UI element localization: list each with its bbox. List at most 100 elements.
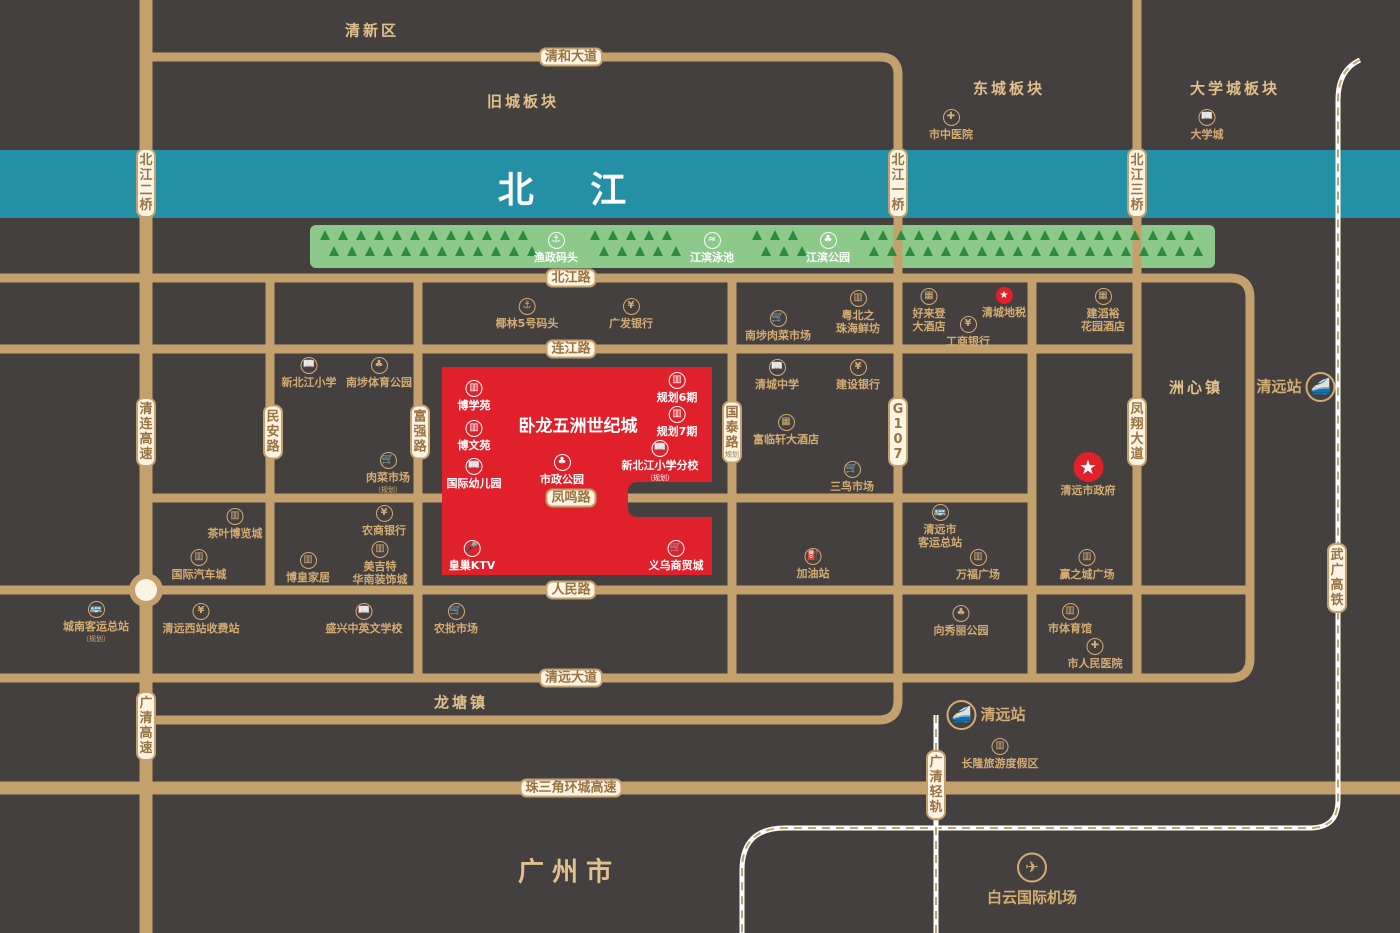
tree-icon bbox=[1022, 230, 1032, 240]
hotel-icon: ▦ bbox=[920, 288, 938, 305]
road-label: 北江一桥 bbox=[888, 148, 908, 218]
poi-name: 清城中学 bbox=[755, 378, 799, 391]
tree-icon bbox=[464, 230, 474, 240]
district-label: 东城板块 bbox=[972, 79, 1046, 98]
poi-name: 盛兴中英文学校 bbox=[325, 622, 403, 635]
poi-name: 清城地税 bbox=[982, 306, 1026, 319]
tree-icon bbox=[617, 246, 627, 256]
poi-name: 赢之城广场 bbox=[1059, 568, 1115, 581]
poi: 🛒农批市场 bbox=[434, 603, 478, 635]
tree-icon bbox=[356, 230, 366, 240]
poi: ¥建设银行 bbox=[836, 359, 880, 391]
road-label: 北江二桥 bbox=[136, 148, 156, 218]
station-label: ✈白云国际机场 bbox=[987, 852, 1077, 908]
building-icon: ▥ bbox=[1078, 549, 1096, 566]
market-icon: 🛒 bbox=[379, 452, 397, 469]
poi-name: 规划6期 bbox=[656, 391, 698, 404]
poi: 🎤皇巢KTV bbox=[449, 540, 495, 572]
poi-name: 清远市政府 bbox=[1060, 484, 1116, 497]
poi: ★ 清城地税 bbox=[982, 287, 1026, 319]
road-label: 国泰路规划 bbox=[722, 400, 742, 464]
anchor-icon: ⚓ bbox=[547, 232, 565, 249]
school-icon: 📖 bbox=[1198, 109, 1216, 126]
road-label: 清连高速 bbox=[136, 397, 156, 467]
building-icon: ▥ bbox=[226, 508, 244, 525]
bank-icon: ¥ bbox=[192, 603, 210, 620]
road-name: 清连高速 bbox=[139, 402, 153, 462]
tree-icon bbox=[914, 230, 924, 240]
tree-icon bbox=[329, 246, 339, 256]
tree-icon bbox=[1040, 230, 1050, 240]
tree-icon bbox=[932, 230, 942, 240]
tree-icon bbox=[626, 230, 636, 240]
road-name: 广清轻轨 bbox=[929, 755, 943, 815]
bigstar-icon: ★ bbox=[1073, 452, 1103, 482]
tree-icon bbox=[383, 246, 393, 256]
tree-icon bbox=[527, 246, 537, 256]
poi: ▥博学苑 bbox=[458, 380, 491, 412]
poi-name: 农批市场 bbox=[434, 622, 478, 635]
tree-icon bbox=[473, 246, 483, 256]
poi: ▦好来登 大酒店 bbox=[913, 288, 946, 333]
building-icon: ▥ bbox=[190, 549, 208, 566]
poi: ▥国际汽车城 bbox=[172, 549, 227, 581]
tree-icon bbox=[500, 230, 510, 240]
tree-icon bbox=[338, 230, 348, 240]
tree-icon bbox=[986, 230, 996, 240]
market-icon: 🛒 bbox=[769, 310, 787, 327]
poi-name: 农商银行 bbox=[362, 524, 406, 537]
poi-name: 三鸟市场 bbox=[830, 480, 874, 493]
tree-icon bbox=[455, 246, 465, 256]
poi-name: 城南客运总站 bbox=[63, 620, 129, 633]
road-name: G107 bbox=[892, 402, 904, 462]
station-label: 清远站🚄 bbox=[1256, 372, 1339, 402]
tree-icon bbox=[1157, 246, 1167, 256]
poi-name: 南埗体育公园 bbox=[346, 376, 412, 389]
tree-icon bbox=[509, 246, 519, 256]
poi-name: 建设银行 bbox=[836, 378, 880, 391]
road-label: 连江路 bbox=[545, 339, 597, 359]
tree-icon bbox=[1130, 230, 1140, 240]
district-label: 龙塘镇 bbox=[433, 693, 489, 712]
tree-icon bbox=[959, 246, 969, 256]
poi-note: （规划） bbox=[646, 474, 674, 482]
tree-icon bbox=[878, 230, 888, 240]
poi: ▥万福广场 bbox=[956, 549, 1000, 581]
poi-name: 富临轩大酒店 bbox=[753, 433, 819, 446]
tree-icon bbox=[1085, 246, 1095, 256]
road-name: 北江二桥 bbox=[139, 153, 153, 213]
poi-name: 广发银行 bbox=[609, 317, 653, 330]
poi: 🛒南埗肉菜市场 bbox=[745, 310, 811, 342]
building-icon: ▥ bbox=[371, 541, 389, 558]
tree-icon bbox=[860, 230, 870, 240]
road-name: 民安路 bbox=[266, 409, 280, 455]
star-icon: ★ bbox=[995, 287, 1013, 304]
poi: ⛽加油站 bbox=[797, 548, 830, 580]
poi: ¥工商银行 bbox=[946, 316, 990, 348]
poi: ▦建滔裕 花园酒店 bbox=[1081, 288, 1125, 333]
building-icon: ▥ bbox=[668, 406, 686, 423]
tree-icon bbox=[599, 246, 609, 256]
poi: ▥规划7期 bbox=[657, 406, 697, 438]
park-icon: ♣ bbox=[370, 357, 388, 374]
building-icon: ▥ bbox=[991, 738, 1009, 755]
poi-name: 大学城 bbox=[1190, 128, 1224, 141]
tree-icon bbox=[1076, 230, 1086, 240]
poi-name: 新北江小学分校 bbox=[621, 459, 699, 472]
poi: ▥ 规划6期 bbox=[656, 372, 698, 404]
station-name: 清远站 bbox=[1256, 377, 1302, 396]
poi-name: 市中医院 bbox=[929, 128, 973, 141]
park-icon: ♣ bbox=[952, 605, 970, 622]
bank-icon: ¥ bbox=[375, 505, 393, 522]
building-icon: ▥ bbox=[1061, 603, 1079, 620]
building-icon: ▥ bbox=[668, 372, 686, 389]
tree-icon bbox=[482, 230, 492, 240]
tree-icon bbox=[662, 230, 672, 240]
road-label: 北江三桥 bbox=[1127, 148, 1147, 218]
district-label: 清新区 bbox=[344, 21, 400, 40]
poi-name: 长隆旅游度假区 bbox=[961, 757, 1039, 770]
tree-icon bbox=[374, 230, 384, 240]
tree-icon bbox=[320, 230, 330, 240]
building-icon: ▥ bbox=[849, 290, 867, 307]
poi: 🛒三鸟市场 bbox=[830, 461, 874, 493]
